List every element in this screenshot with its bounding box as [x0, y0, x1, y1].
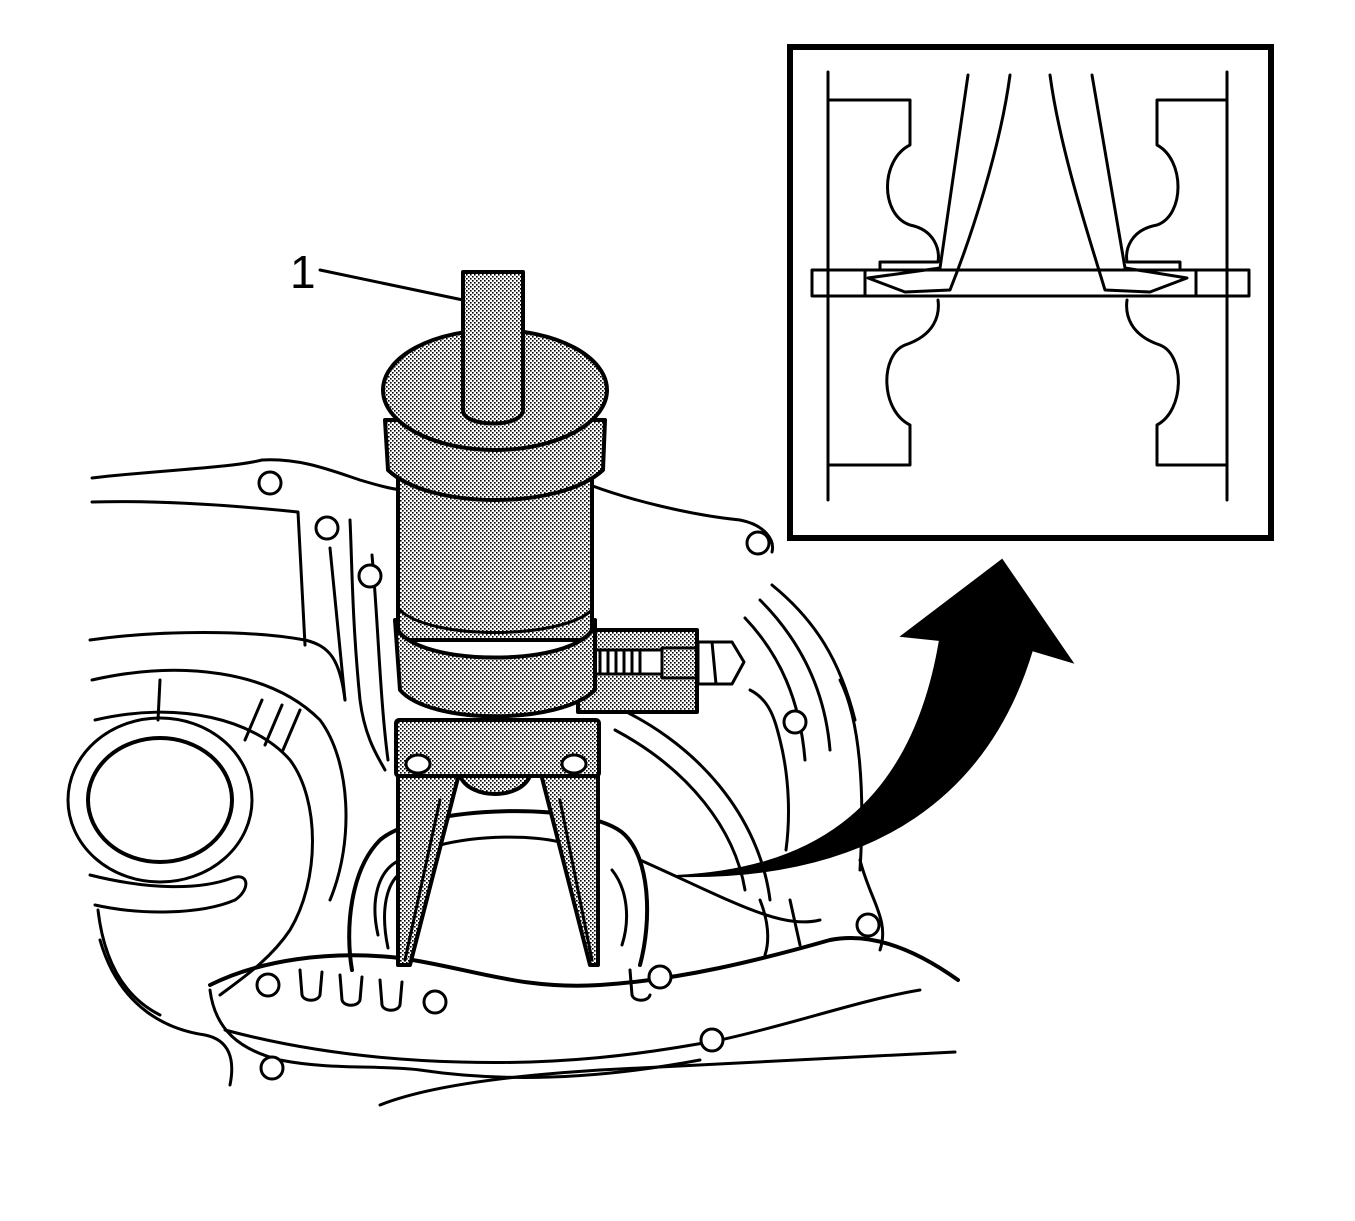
- detail-inset: [787, 44, 1274, 541]
- callout-label: 1: [290, 246, 316, 298]
- bearing-bore: [347, 809, 650, 972]
- detail-arrow: [675, 558, 1075, 878]
- callout-1: 1: [290, 246, 465, 302]
- bearing-puller-tool: [381, 270, 746, 967]
